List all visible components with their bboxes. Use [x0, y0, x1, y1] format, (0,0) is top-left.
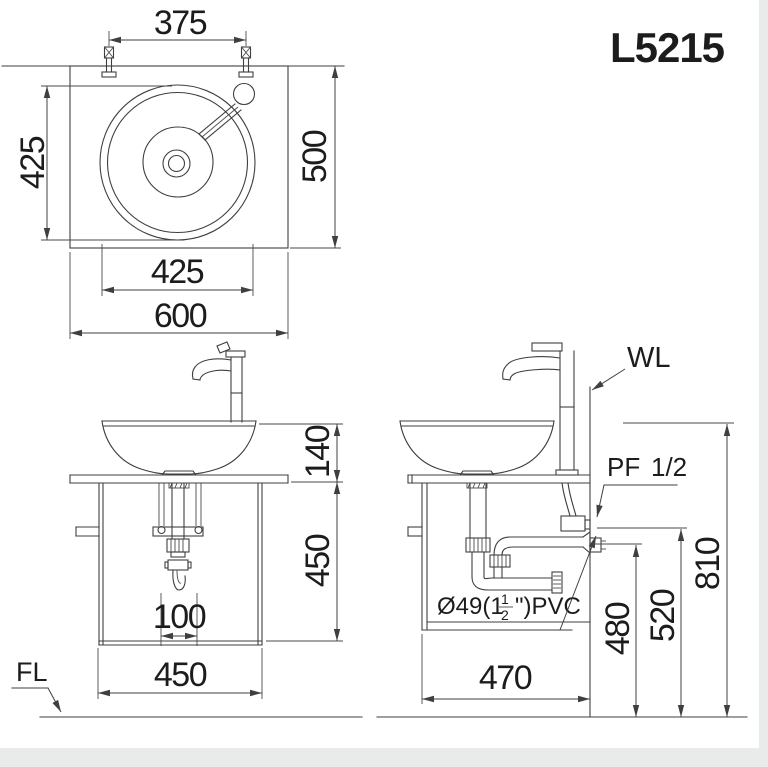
plan-dim-425-left-text: 425	[14, 136, 52, 189]
plan-dim-600-text: 600	[154, 297, 207, 335]
supply-fitting-size: 1/2	[651, 452, 687, 482]
wall-line-label: WL	[627, 342, 671, 374]
plan-dim-375-text: 375	[154, 4, 207, 42]
plan-faucet-handle	[232, 82, 256, 106]
side-dim-470-text: 470	[479, 659, 532, 697]
drain-pipe-fraction-denominator: 2	[501, 607, 509, 623]
drain-pipe-label-suffix: ")PVC	[515, 593, 581, 620]
plan-faucet	[198, 82, 256, 141]
side-view: WL PF 1/2 Ø49(1 1 2 ")PVC 480	[376, 342, 748, 718]
plan-dim-basin-vertical: 425	[14, 85, 174, 241]
side-pipe-cut-stub	[551, 571, 563, 594]
side-supply	[560, 482, 591, 532]
front-dim-450b-text: 450	[154, 656, 207, 694]
floor-line-label: FL	[16, 657, 48, 687]
drain-pipe-leader	[559, 535, 597, 631]
plan-drain-outer	[162, 149, 191, 178]
front-dim-cabinet-width: 450	[97, 648, 263, 699]
bottom-edge-shade	[0, 748, 768, 767]
front-dim-trap-offset: 100	[153, 593, 207, 646]
supply-fitting-label: PF	[607, 452, 640, 482]
side-dim-drain-height: 480	[592, 543, 642, 717]
front-dim-cabinet-height: 450	[266, 482, 343, 642]
side-basin-bowl	[399, 420, 555, 489]
front-trap-bracket	[152, 526, 204, 537]
floor-line-group: FL	[11, 657, 363, 718]
front-countertop	[69, 474, 289, 484]
plan-view: 375 425 500 425 600	[1, 4, 345, 339]
side-dim-810-text: 810	[689, 537, 727, 590]
front-faucet	[191, 341, 246, 423]
product-code: L5215	[610, 24, 725, 71]
side-trap-nut-lower	[489, 554, 511, 568]
front-dim-140-text: 140	[299, 425, 337, 478]
wall-line-leader	[591, 368, 626, 391]
front-dim-450v-text: 450	[299, 534, 337, 587]
side-drain-piping	[465, 482, 606, 594]
drain-pipe-label-prefix: Ø49(1	[437, 593, 504, 620]
plan-mounting-bolt-left	[101, 46, 117, 78]
plan-countertop	[69, 65, 289, 249]
side-dim-cabinet-depth: 470	[421, 634, 590, 704]
plan-basin	[99, 84, 256, 241]
plan-dim-425-bottom-text: 425	[151, 253, 204, 291]
side-countertop	[407, 474, 591, 484]
front-trap-hook	[172, 569, 186, 591]
supply-fitting-leader	[596, 484, 605, 518]
plan-dim-counter-depth: 500	[290, 66, 341, 249]
plan-mounting-bolt-right	[238, 46, 254, 78]
right-edge-shade	[759, 0, 768, 767]
plan-dim-counter-width: 600	[69, 252, 289, 339]
wall-line-label-group: WL	[591, 342, 671, 391]
plan-dim-500-text: 500	[296, 130, 334, 183]
plan-dim-basin-horizontal: 425	[101, 244, 254, 296]
front-side-bracket	[75, 526, 100, 537]
drain-pipe-label-group: Ø49(1 1 2 ")PVC	[437, 535, 597, 631]
plan-dim-hole-spacing: 375	[108, 4, 247, 46]
plan-drain-inner	[167, 154, 186, 173]
side-dim-rim-height: 810	[623, 422, 734, 717]
side-dim-480-text: 480	[599, 602, 637, 655]
front-trap-clip	[164, 559, 192, 571]
front-drain-trap	[152, 482, 204, 591]
floor-line-leader	[47, 687, 62, 713]
side-dim-520-text: 520	[644, 589, 682, 642]
side-bracket	[407, 526, 423, 537]
front-view: 100 140 450 450 FL	[11, 341, 363, 718]
front-faucet-lever	[216, 341, 231, 354]
side-faucet-lever	[531, 342, 563, 352]
front-cabinet	[75, 482, 263, 646]
drain-pipe-fraction-numerator: 1	[501, 591, 509, 607]
front-dim-100-text: 100	[153, 598, 206, 636]
side-dim-supply-height: 520	[597, 527, 687, 717]
supply-fitting-label-group: PF 1/2	[596, 452, 687, 518]
side-trap-nut-upper	[465, 537, 491, 553]
